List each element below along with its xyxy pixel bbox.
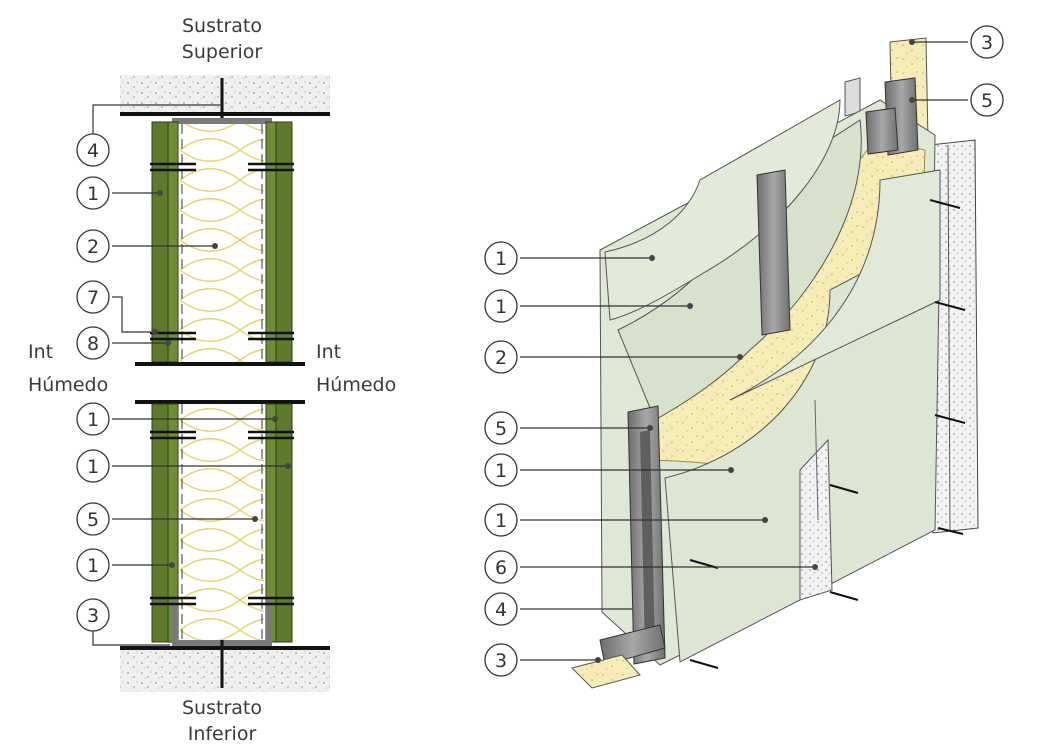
svg-text:7: 7 xyxy=(87,287,99,309)
section-callout: 1 xyxy=(76,548,110,582)
top-substrate xyxy=(120,75,330,113)
svg-text:1: 1 xyxy=(87,456,99,478)
section-drawing: 4 1 2 7 8 1 1 5 1 3 Sustrato Superior In… xyxy=(28,15,396,745)
iso-callout: 4 xyxy=(484,592,518,626)
section-callout: 1 xyxy=(76,402,110,436)
top-substrate-label-2: Superior xyxy=(182,41,263,63)
section-callout: 1 xyxy=(76,176,110,210)
board-left-outer xyxy=(151,121,169,363)
board-right-outer xyxy=(275,121,293,363)
right-side-label-1: Int xyxy=(316,341,341,363)
board-right-inner xyxy=(265,121,277,363)
svg-text:1: 1 xyxy=(495,460,507,482)
svg-text:1: 1 xyxy=(87,555,99,577)
svg-text:1: 1 xyxy=(87,409,99,431)
svg-text:8: 8 xyxy=(87,333,99,355)
top-substrate-label-1: Sustrato xyxy=(182,15,262,37)
iso-callout: 6 xyxy=(484,550,518,584)
iso-callout: 5 xyxy=(484,411,518,445)
svg-text:1: 1 xyxy=(495,296,507,318)
svg-text:1: 1 xyxy=(495,248,507,270)
svg-text:4: 4 xyxy=(87,140,99,162)
section-callout: 8 xyxy=(76,326,110,360)
section-callout: 7 xyxy=(76,280,110,314)
svg-text:5: 5 xyxy=(87,509,99,531)
iso-callout: 5 xyxy=(970,83,1004,117)
iso-callout: 1 xyxy=(484,289,518,323)
insulation-lower xyxy=(180,404,264,640)
iso-callout: 1 xyxy=(484,453,518,487)
svg-text:5: 5 xyxy=(495,418,507,440)
section-callout: 5 xyxy=(76,502,110,536)
svg-text:3: 3 xyxy=(87,605,99,627)
left-side-label-1: Int xyxy=(28,341,53,363)
isometric-drawing: 1 1 2 5 1 1 6 4 3 3 5 xyxy=(484,25,1004,689)
iso-callout: 1 xyxy=(484,241,518,275)
insulation-upper xyxy=(180,124,264,362)
svg-text:2: 2 xyxy=(87,236,99,258)
svg-text:5: 5 xyxy=(981,90,993,112)
bottom-track-wool xyxy=(571,654,641,689)
iso-callout: 3 xyxy=(970,25,1004,59)
iso-callout: 1 xyxy=(484,503,518,537)
front-board xyxy=(664,231,941,663)
svg-text:1: 1 xyxy=(87,183,99,205)
steel-stud-top xyxy=(756,169,791,336)
section-callout: 1 xyxy=(76,449,110,483)
bottom-substrate xyxy=(120,650,330,692)
svg-text:2: 2 xyxy=(495,347,507,369)
left-side-label-2: Húmedo xyxy=(28,374,108,396)
bottom-substrate-label-1: Sustrato xyxy=(182,697,262,719)
right-side-label-2: Húmedo xyxy=(316,374,396,396)
svg-text:4: 4 xyxy=(495,599,507,621)
svg-text:3: 3 xyxy=(981,32,993,54)
section-callout: 3 xyxy=(76,598,110,632)
section-callout: 4 xyxy=(76,133,110,167)
svg-text:1: 1 xyxy=(495,510,507,532)
bottom-substrate-label-2: Inferior xyxy=(188,723,257,745)
board-left-inner xyxy=(167,121,179,363)
iso-callout: 3 xyxy=(484,643,518,677)
section-callout: 2 xyxy=(76,229,110,263)
svg-text:3: 3 xyxy=(495,650,507,672)
svg-text:6: 6 xyxy=(495,557,507,579)
iso-callout: 2 xyxy=(484,340,518,374)
